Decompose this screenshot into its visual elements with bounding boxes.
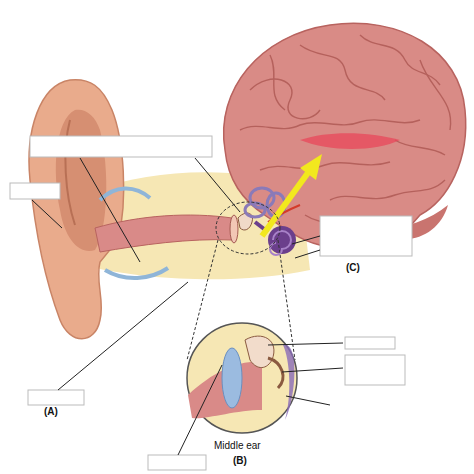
inset-circle — [187, 323, 297, 433]
cartilage — [100, 188, 150, 200]
brain-gyri — [240, 35, 451, 230]
panel-letter: (B) — [233, 455, 247, 466]
cochlea-spiral — [270, 231, 291, 255]
signal-arrowhead — [300, 154, 322, 180]
panel-letter: (C) — [346, 262, 360, 273]
inset-hammer — [245, 336, 274, 367]
blank-label-box — [10, 136, 412, 470]
inset-inner-ear — [283, 345, 295, 420]
panel-letter: (A) — [44, 406, 58, 417]
signal-arrow — [262, 170, 310, 236]
focus-outline — [216, 202, 280, 254]
leader-line — [32, 158, 343, 455]
brain — [224, 23, 466, 248]
section-caption: Middle ear — [214, 440, 261, 451]
inset-eardrum — [222, 348, 242, 408]
eardrum — [230, 215, 238, 243]
auditory-cortex — [300, 133, 400, 149]
cochlea — [268, 226, 296, 254]
cartilage — [105, 268, 168, 278]
inset-anvil — [268, 358, 283, 388]
